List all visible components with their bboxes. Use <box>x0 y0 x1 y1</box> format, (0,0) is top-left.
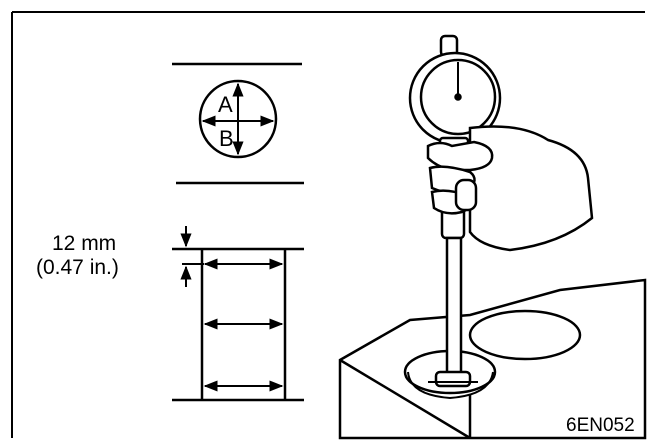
gauge-probe-head <box>434 370 472 388</box>
cylinder-block <box>338 278 647 440</box>
dimension-imperial-label: (0.47 in.) <box>36 256 119 279</box>
bore-side-view <box>172 226 304 402</box>
hand-icon <box>426 125 594 252</box>
hand-thumb <box>454 178 478 212</box>
neighbor-bore-ellipse <box>468 309 582 361</box>
circle-label-a: A <box>218 92 233 117</box>
hand-back <box>468 125 594 252</box>
circle-label-b: B <box>219 126 234 151</box>
figure-frame <box>11 11 645 438</box>
figure-code-label: 6EN052 <box>566 415 635 436</box>
gauge-shaft <box>445 236 463 380</box>
block-edge <box>339 358 471 440</box>
bore-inner-shadow <box>407 371 494 400</box>
dial-bore-gauge-icon <box>408 34 502 388</box>
bore-top-view <box>172 62 304 185</box>
bore-circle <box>198 79 278 159</box>
dimension-metric-label: 12 mm <box>52 232 116 255</box>
gauge-pivot <box>454 93 462 101</box>
